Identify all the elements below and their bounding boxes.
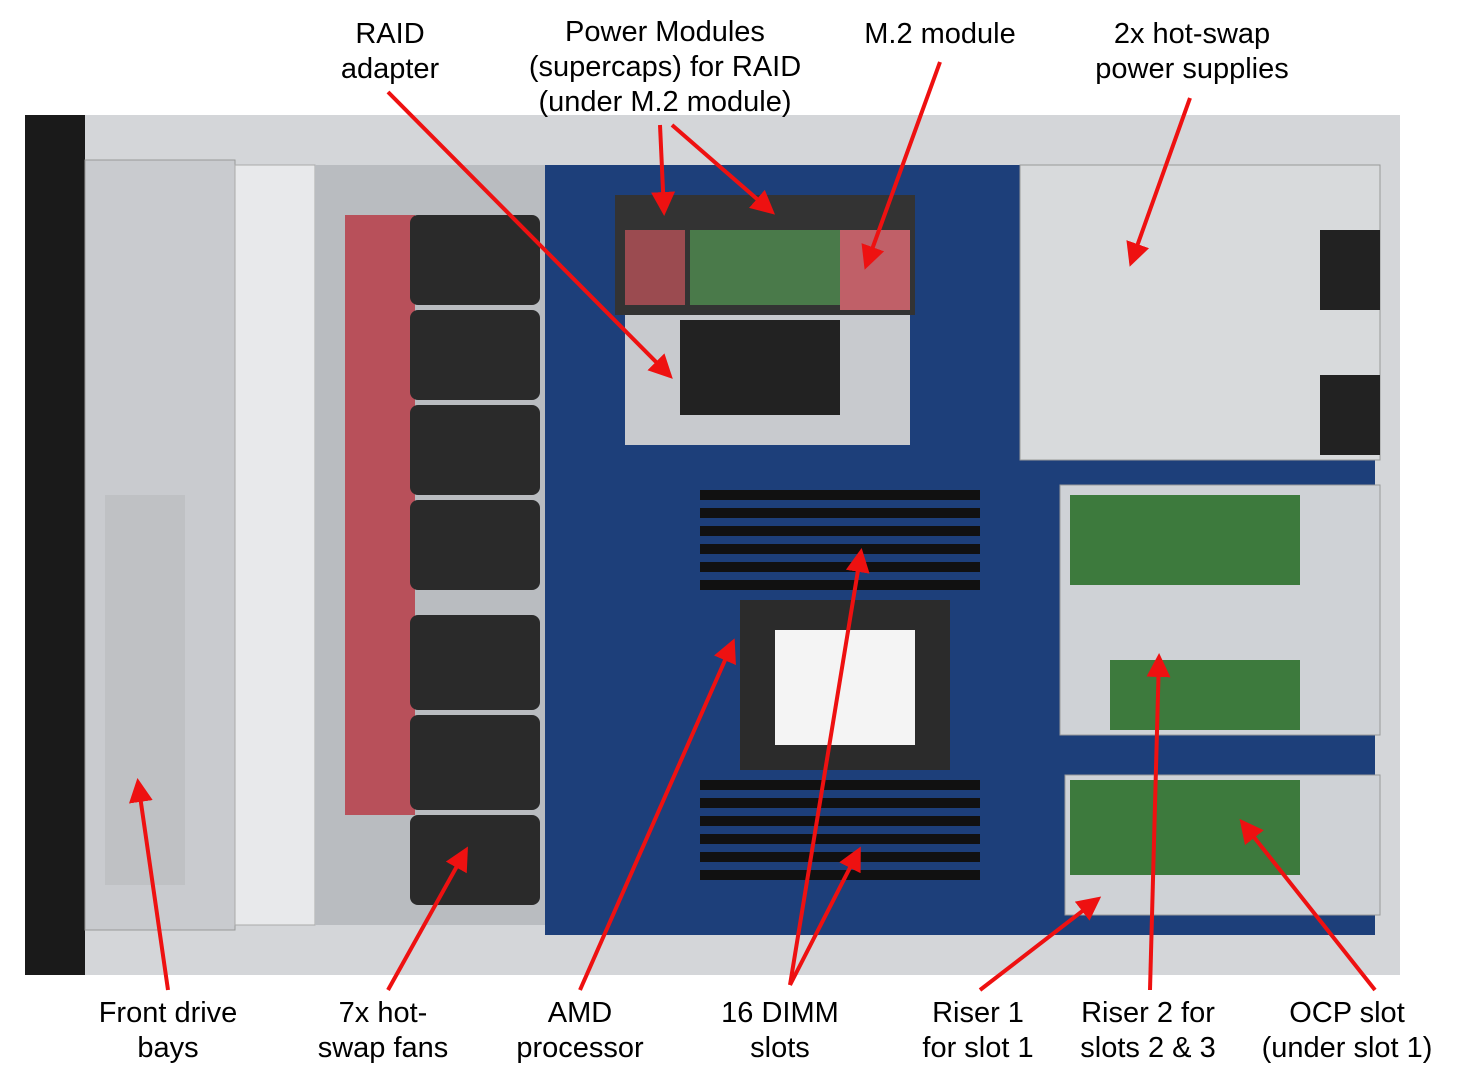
callout-arrows — [128, 61, 1377, 992]
label-line: RAID — [355, 18, 425, 50]
label-raid-adapter: RAID adapter — [341, 17, 439, 87]
label-riser-1: Riser 1 for slot 1 — [922, 996, 1033, 1066]
arrow-cpu — [578, 638, 736, 991]
label-line: Riser 2 for — [1081, 997, 1215, 1029]
label-line: for slot 1 — [922, 1032, 1034, 1064]
label-amd-processor: AMD processor — [516, 996, 643, 1066]
arrow-dimm-b — [788, 846, 861, 986]
m2-drives — [690, 230, 840, 305]
label-m2-module: M.2 module — [864, 17, 1016, 52]
arrow-power-modules-a — [651, 124, 676, 216]
dimm-slots-top — [700, 490, 980, 590]
label-line: AMD — [547, 997, 613, 1029]
fan-bank — [410, 215, 540, 905]
foam-pad — [345, 215, 415, 815]
label-line: (under slot 1) — [1261, 1032, 1433, 1064]
label-riser-2: Riser 2 for slots 2 & 3 — [1080, 996, 1215, 1066]
arrow-dimm-a — [788, 548, 870, 986]
label-line: Riser 1 — [932, 997, 1024, 1029]
arrow-raid — [386, 90, 673, 379]
label-line: processor — [516, 1032, 644, 1064]
label-line: swap fans — [317, 1032, 449, 1064]
label-line: slots 2 & 3 — [1080, 1032, 1216, 1064]
label-dimm-slots: 16 DIMM slots — [721, 996, 839, 1066]
label-line: 16 DIMM — [721, 997, 839, 1029]
arrow-fans — [386, 846, 468, 991]
label-line: Front drive — [98, 997, 238, 1029]
label-power-supplies: 2x hot-swap power supplies — [1095, 17, 1288, 87]
label-line: slots — [750, 1032, 810, 1064]
arrow-power-modules-b — [670, 123, 776, 215]
arrow-drive-bays — [128, 778, 170, 991]
arrow-psu — [1126, 97, 1192, 267]
label-line: Power Modules — [565, 16, 765, 48]
label-line: (supercaps) for RAID — [528, 51, 802, 83]
front-bezel — [25, 115, 85, 975]
arrow-riser-1 — [978, 896, 1102, 992]
label-power-modules: Power Modules (supercaps) for RAID (unde… — [529, 15, 801, 120]
label-front-drive-bays: Front drive bays — [99, 996, 238, 1066]
label-line: bays — [137, 1032, 199, 1064]
arrow-ocp — [1239, 818, 1377, 992]
label-line: M.2 module — [864, 18, 1016, 50]
label-ocp-slot: OCP slot (under slot 1) — [1262, 996, 1433, 1066]
label-line: 2x hot-swap — [1113, 18, 1271, 50]
label-line: power supplies — [1095, 53, 1289, 85]
arrow-riser-2 — [1146, 653, 1171, 991]
label-line: (under M.2 module) — [538, 86, 792, 118]
label-line: adapter — [340, 53, 440, 85]
label-line: 7x hot- — [338, 997, 428, 1029]
arrow-m2 — [861, 61, 942, 270]
label-fans: 7x hot- swap fans — [318, 996, 449, 1066]
label-line: OCP slot — [1289, 997, 1405, 1029]
ocp-card — [1070, 780, 1300, 875]
